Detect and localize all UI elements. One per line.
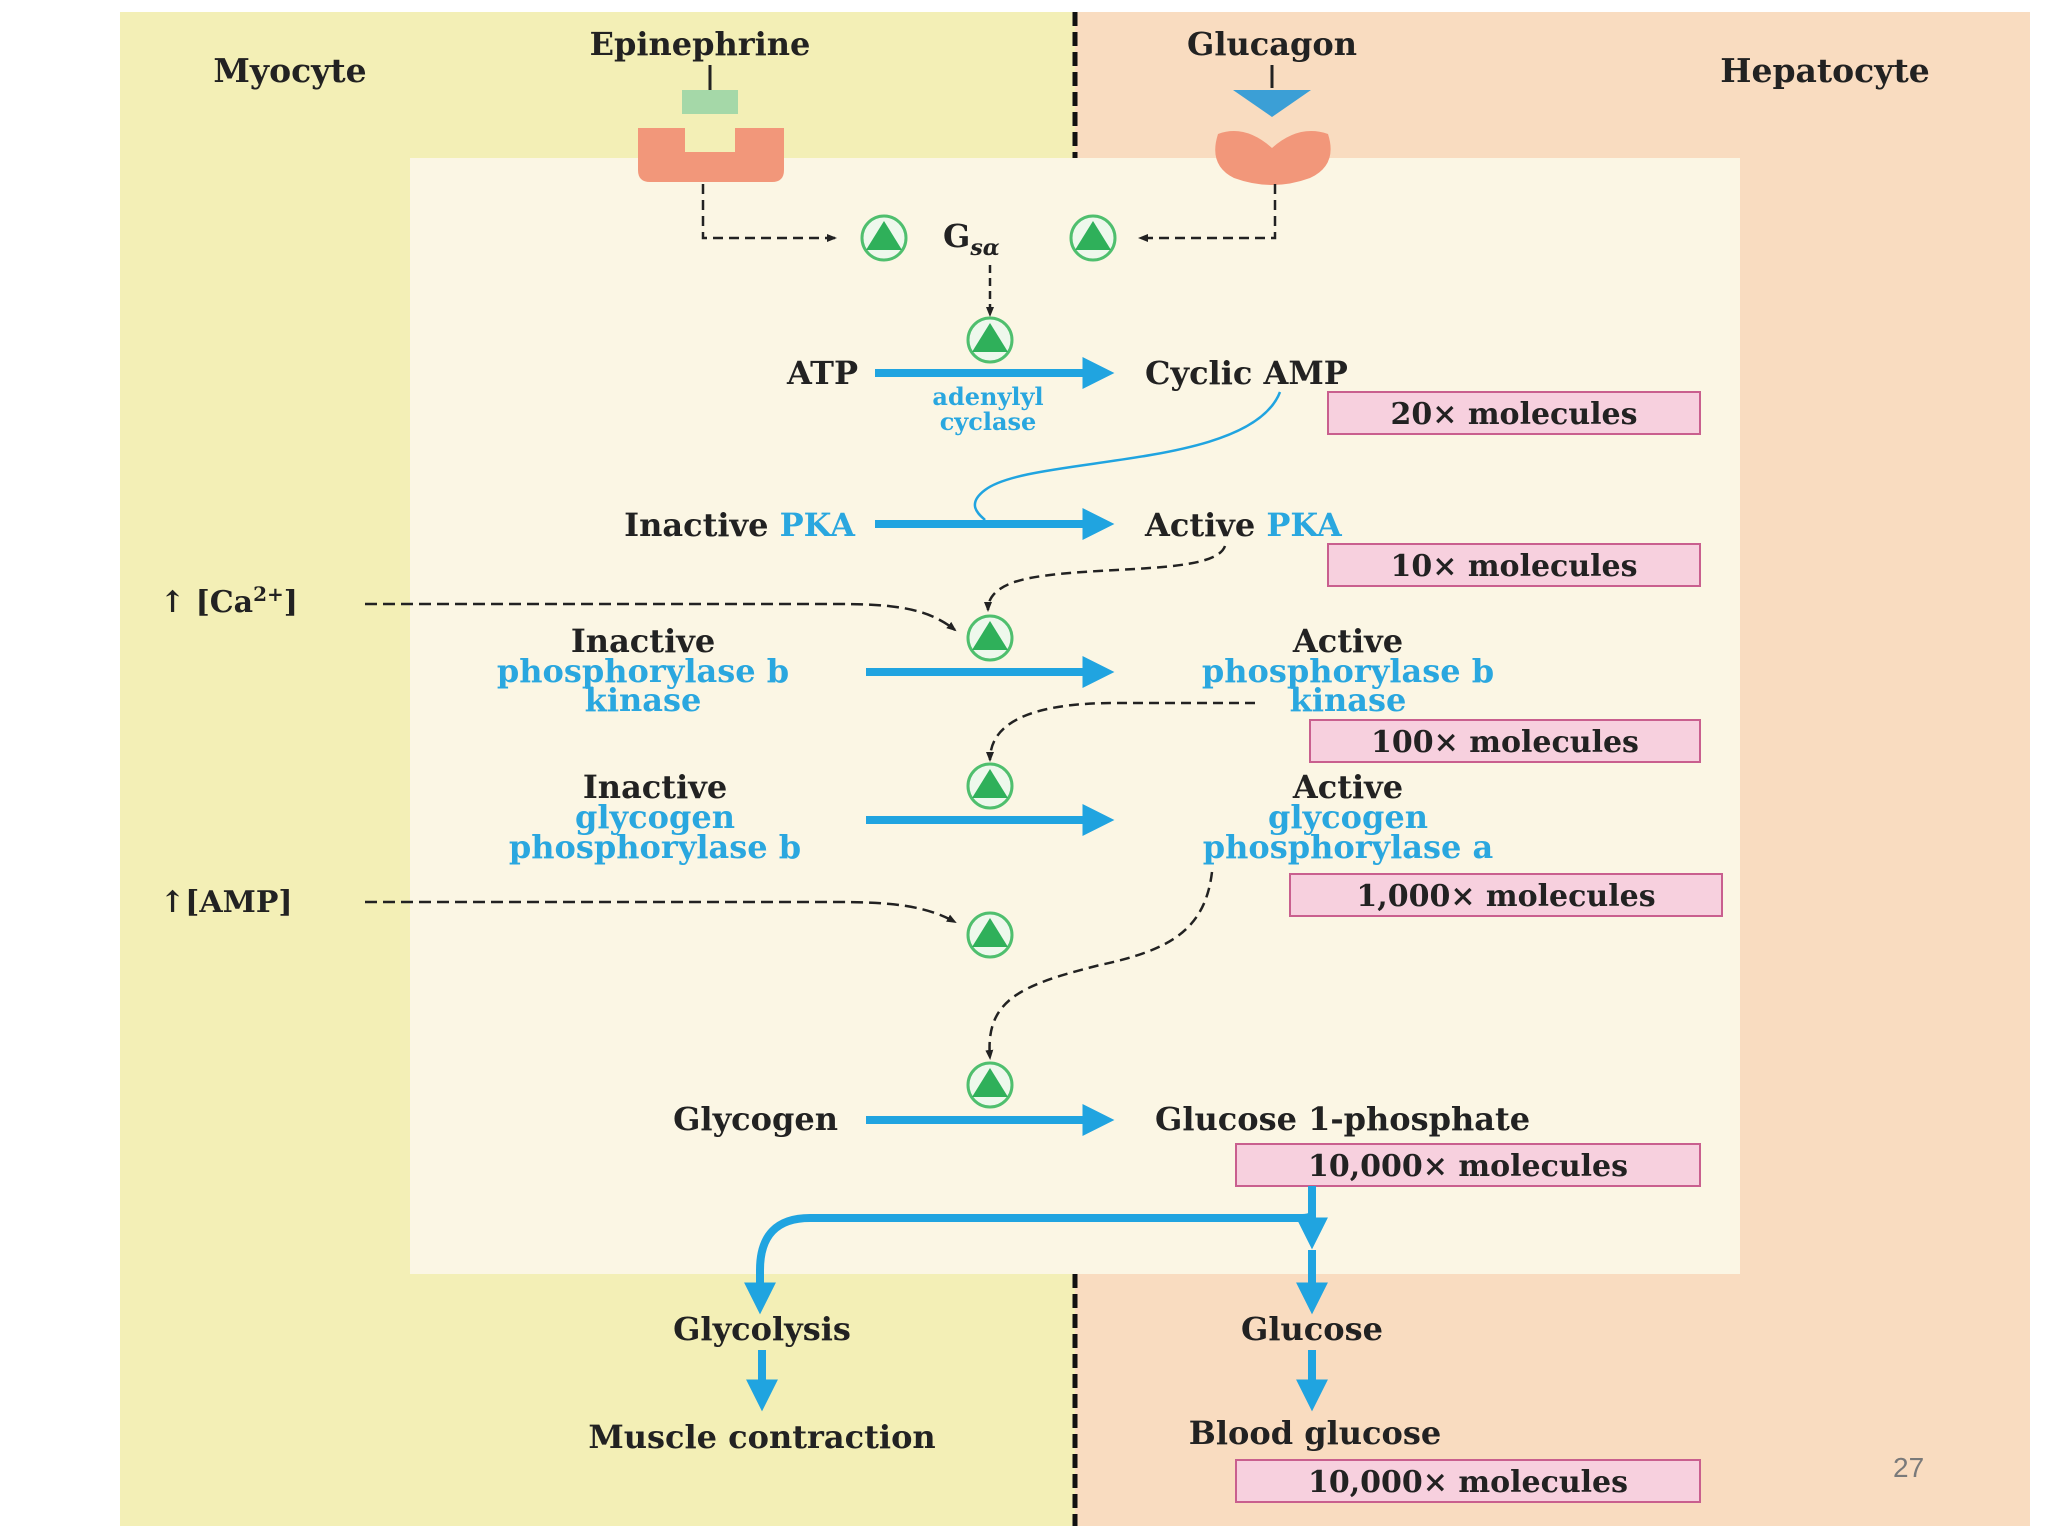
glycolysis-label: Glycolysis bbox=[673, 1310, 851, 1348]
glucagon-ligand-icon bbox=[1233, 90, 1311, 117]
svg-text:glycogen: glycogen bbox=[575, 798, 735, 836]
camp-activation-line bbox=[973, 391, 1282, 521]
svg-text:kinase: kinase bbox=[585, 681, 702, 719]
svg-text:20× molecules: 20× molecules bbox=[1390, 397, 1637, 432]
svg-text:phosphorylase a: phosphorylase a bbox=[1203, 828, 1494, 866]
svg-text:10,000× molecules: 10,000× molecules bbox=[1308, 1465, 1628, 1500]
svg-text:1,000× molecules: 1,000× molecules bbox=[1356, 879, 1655, 914]
glucagon-label: Glucagon bbox=[1187, 25, 1357, 63]
amplification-badge bbox=[1309, 719, 1701, 763]
svg-text:100× molecules: 100× molecules bbox=[1371, 725, 1639, 760]
activator-triangle-icon bbox=[1069, 214, 1117, 262]
activator-triangle-icon bbox=[966, 762, 1014, 810]
inactive-pka-label: Inactive PKA bbox=[624, 506, 856, 544]
atp-label: ATP bbox=[786, 354, 858, 392]
epinephrine-ligand-icon bbox=[682, 90, 738, 114]
activator-triangle-icon bbox=[966, 911, 1014, 959]
blood-glucose-label: Blood glucose bbox=[1189, 1414, 1441, 1452]
active-pka-label: Active PKA bbox=[1144, 506, 1343, 544]
glucose-1-phosphate-label: Glucose 1-phosphate bbox=[1155, 1100, 1530, 1138]
active-phosphorylase-kinase-label: Active bbox=[1292, 622, 1403, 660]
inactive-phosphorylase-kinase-label: Inactive bbox=[571, 622, 715, 660]
hepatocyte-label: Hepatocyte bbox=[1720, 51, 1929, 90]
adenylyl-cyclase-label: cyclase bbox=[940, 407, 1037, 436]
svg-text:kinase: kinase bbox=[1290, 681, 1407, 719]
amplification-badge bbox=[1235, 1459, 1701, 1503]
svg-text:phosphorylase b: phosphorylase b bbox=[497, 652, 789, 690]
svg-text:phosphorylase b: phosphorylase b bbox=[1202, 652, 1494, 690]
inactive-glycogen-phosphorylase-label: Inactive bbox=[583, 768, 727, 806]
amplification-badge bbox=[1235, 1143, 1701, 1187]
amplification-badge bbox=[1327, 391, 1701, 435]
activator-triangle-icon bbox=[966, 614, 1014, 662]
receptor-icon bbox=[1215, 131, 1331, 185]
svg-text:phosphorylase b: phosphorylase b bbox=[509, 828, 801, 866]
muscle-contraction-label: Muscle contraction bbox=[588, 1418, 935, 1456]
myocyte-label: Myocyte bbox=[213, 51, 366, 90]
glucose-label: Glucose bbox=[1241, 1310, 1383, 1348]
activator-triangle-icon bbox=[966, 316, 1014, 364]
glycogen-label: Glycogen bbox=[673, 1100, 838, 1138]
amp-label: ↑[AMP] bbox=[160, 885, 293, 920]
calcium-label: ↑ [Ca2+] bbox=[160, 582, 298, 620]
cytoplasm-region bbox=[410, 158, 1740, 1274]
amplification-badge bbox=[1289, 873, 1723, 917]
cyclic-amp-label: Cyclic AMP bbox=[1145, 354, 1348, 392]
slide-number: 27 bbox=[1893, 1452, 1925, 1483]
g-protein-label: Gsα bbox=[943, 217, 1000, 261]
receptor-icon bbox=[638, 128, 784, 182]
epinephrine-label: Epinephrine bbox=[590, 25, 811, 63]
activator-triangle-icon bbox=[860, 214, 908, 262]
active-glycogen-phosphorylase-label: Active bbox=[1292, 768, 1403, 806]
svg-text:10× molecules: 10× molecules bbox=[1390, 549, 1637, 584]
activator-triangle-icon bbox=[966, 1061, 1014, 1109]
svg-text:10,000× molecules: 10,000× molecules bbox=[1308, 1149, 1628, 1184]
svg-text:glycogen: glycogen bbox=[1268, 798, 1428, 836]
adenylyl-cyclase-label: adenylyl bbox=[932, 382, 1043, 411]
amplification-badge bbox=[1327, 543, 1701, 587]
